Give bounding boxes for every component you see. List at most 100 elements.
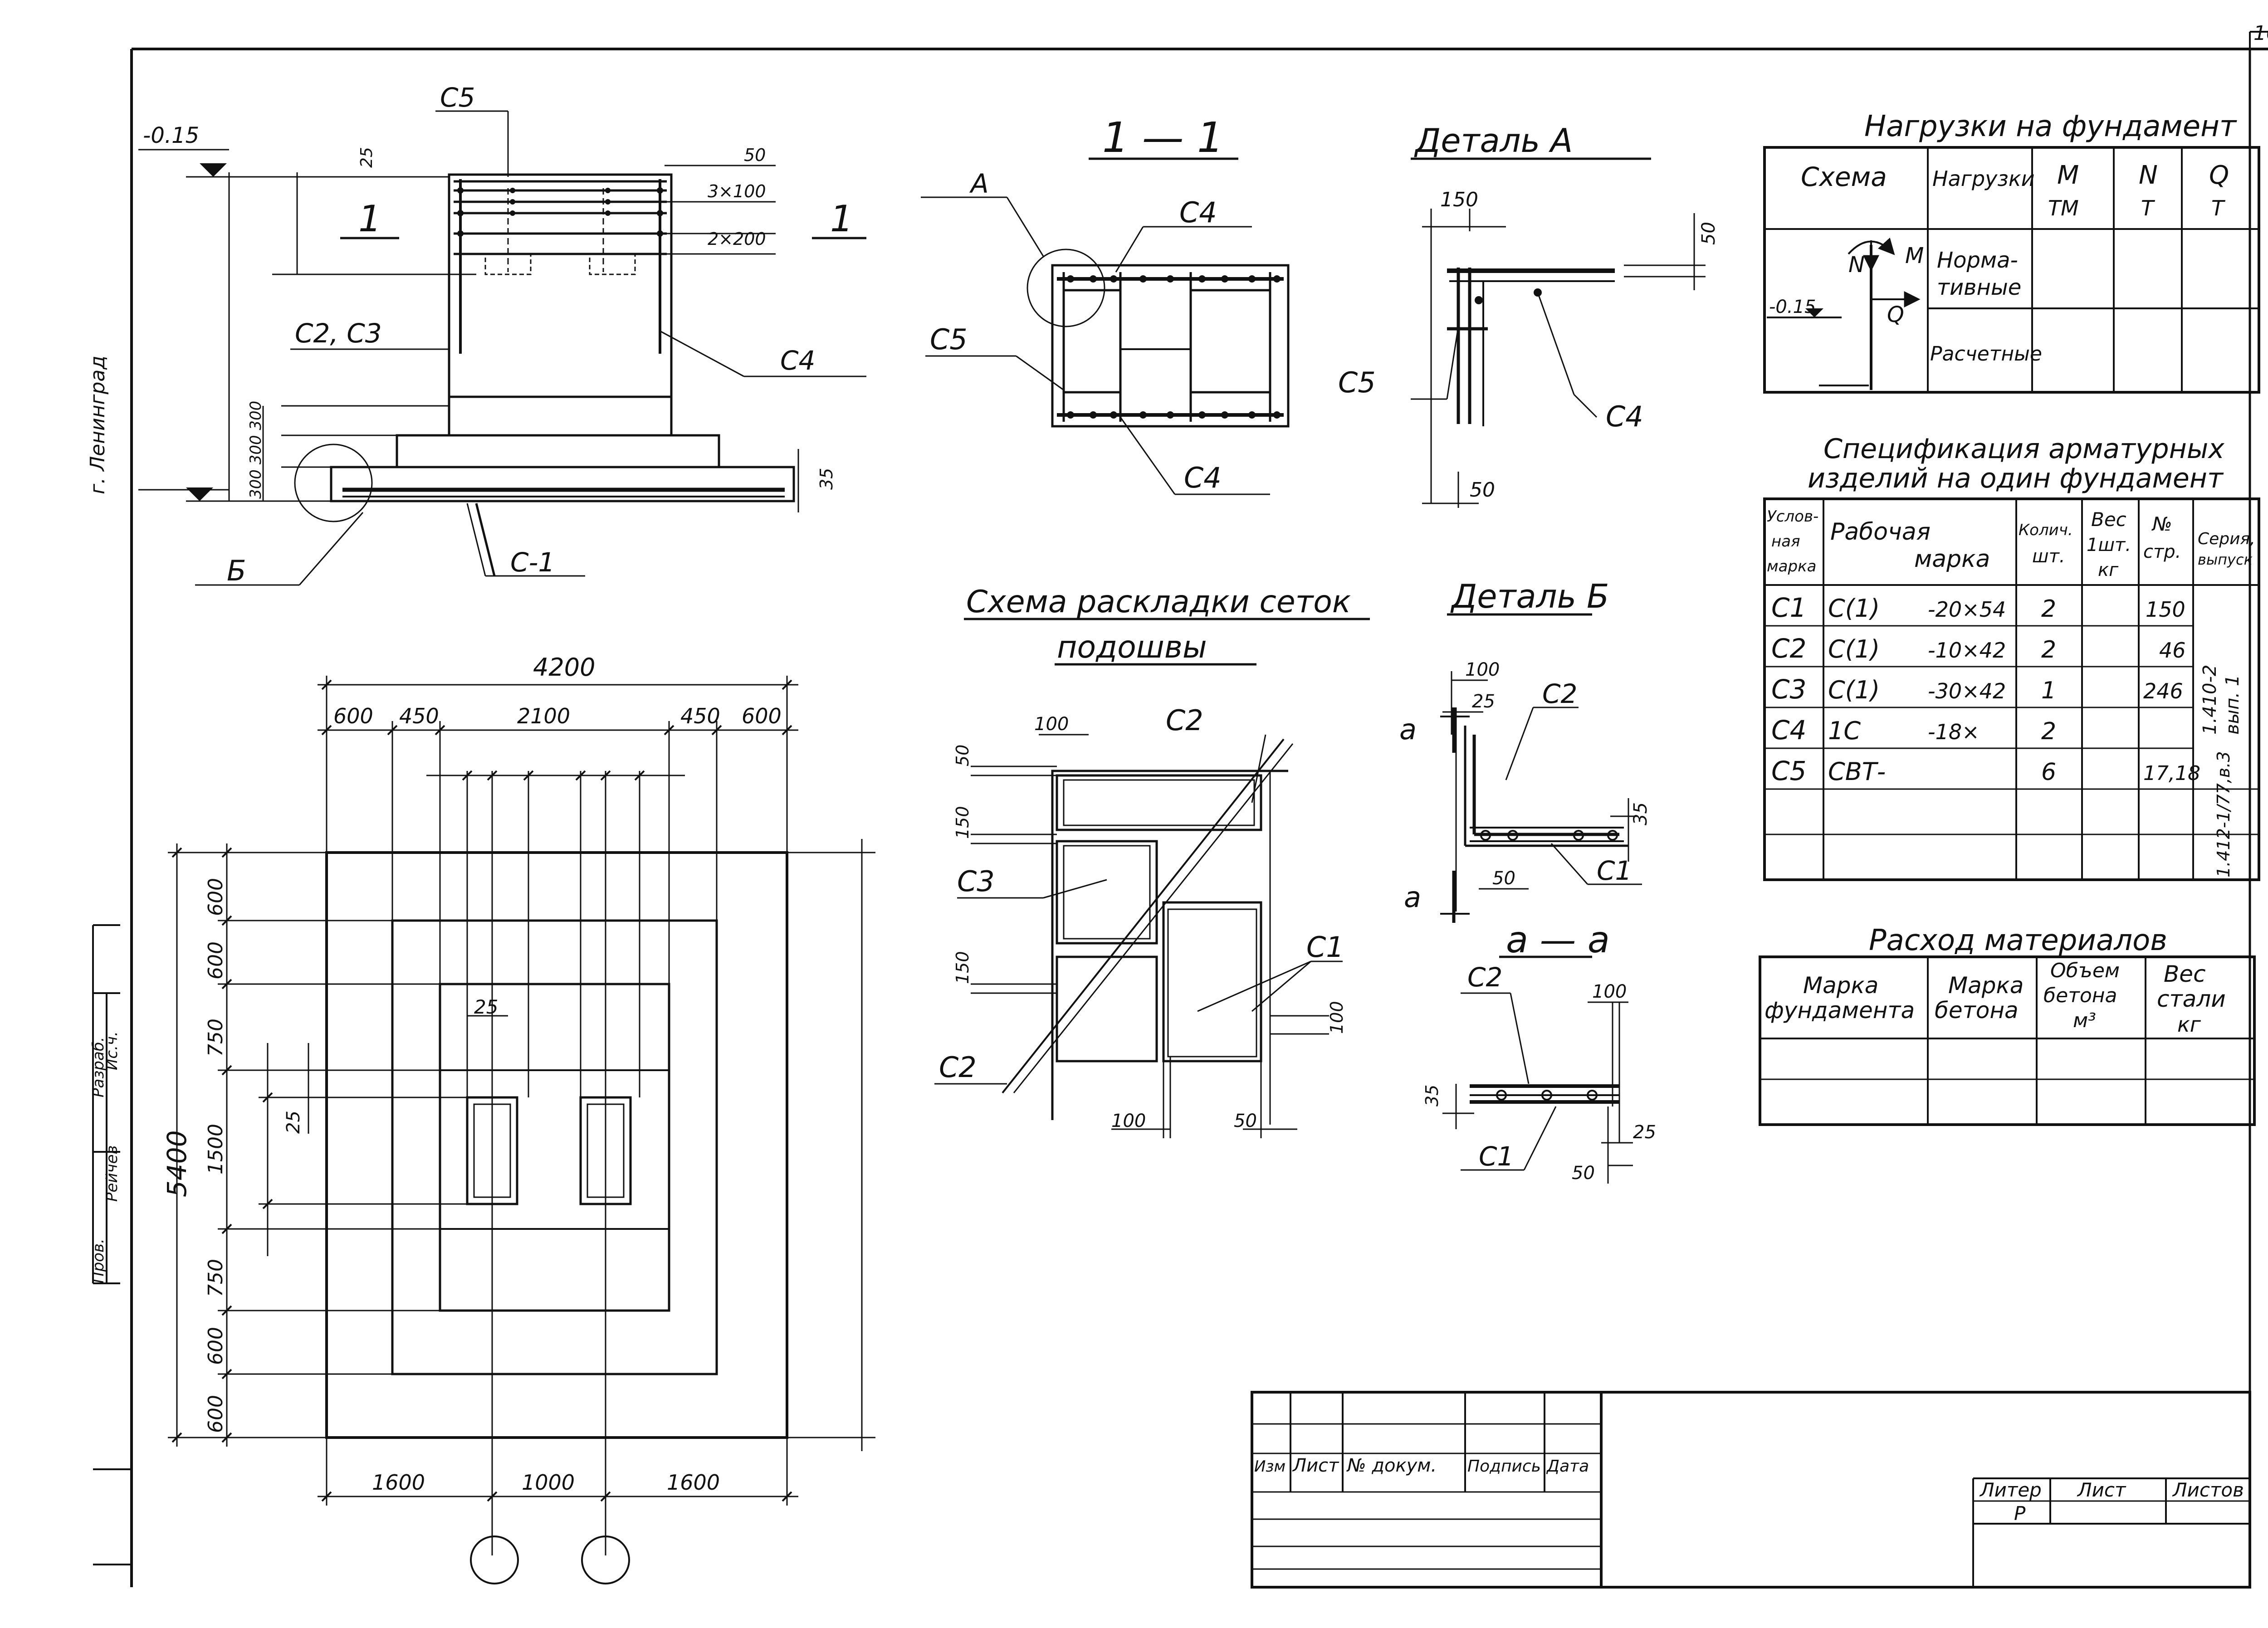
dim-25-detail-b: 25 xyxy=(1472,691,1495,712)
tb-col-date: Дата xyxy=(1546,1457,1589,1476)
stamp-name-2: Ис.ч. xyxy=(103,1031,121,1070)
spec-r5-qty: 6 xyxy=(2041,759,2056,786)
spec-series-3: 1.412-1/77,в.3 xyxy=(2214,751,2234,877)
mat-h-vol-1: Объем xyxy=(2050,959,2120,982)
label-c1-a-a: С1 xyxy=(1479,1141,1514,1172)
spec-series-1: 1.410-2 xyxy=(2200,665,2220,735)
mat-h-conc-1: Марка xyxy=(1948,972,2024,999)
spec-h-cond-2: ная xyxy=(1771,532,1800,551)
dim-50-top-detail-a: 50 xyxy=(1698,222,1719,245)
spec-r2-mark: С2 xyxy=(1771,633,1806,664)
dim-600-c: 600 xyxy=(204,1327,227,1365)
dim-300-stack: 300 300 300 xyxy=(247,401,265,499)
spec-h-ser-1: Серия, xyxy=(2198,530,2255,548)
label-c2-detail-b: С2 xyxy=(1542,678,1577,709)
label-c5-sec: С5 xyxy=(930,323,968,356)
section-1-1-title: 1 — 1 xyxy=(1102,113,1224,162)
loads-header-n-unit: Т xyxy=(2141,196,2156,220)
loads-header-m-unit: ТМ xyxy=(2048,196,2079,220)
stamp-role-2: Разраб. xyxy=(89,1037,108,1097)
spec-r2-page: 46 xyxy=(2159,638,2186,663)
loads-row-normative-1: Норма- xyxy=(1937,248,2018,273)
dim-100-top-mesh: 100 xyxy=(1034,714,1069,735)
label-c2-bottom-mesh: С2 xyxy=(939,1051,977,1084)
mat-h-steel-3: кг xyxy=(2177,1012,2201,1037)
mat-h-conc-2: бетона xyxy=(1935,997,2019,1024)
dim-50-bottom-mesh: 50 xyxy=(1234,1111,1257,1131)
dim-750-a: 750 xyxy=(204,1019,227,1057)
dim-50-mesh: 50 xyxy=(953,745,973,766)
loads-header-load: Нагрузки xyxy=(1932,166,2035,191)
dim-1000: 1000 xyxy=(522,1470,575,1495)
cut-a-top: а xyxy=(1399,713,1417,746)
dim-4200: 4200 xyxy=(533,653,595,682)
tb-sheet: Лист xyxy=(2077,1479,2126,1501)
spec-h-cond-3: марка xyxy=(1767,557,1816,575)
spec-r1-qty: 2 xyxy=(2041,595,2056,623)
label-a-sec: А xyxy=(969,168,989,199)
dim-600-left-top: 600 xyxy=(333,704,373,728)
stamp-role-1: Пров. xyxy=(89,1238,108,1283)
loads-table: Нагрузки на фундамент N M Q -0.15 Схема … xyxy=(1763,110,2260,394)
spec-r2-size: -10×42 xyxy=(1928,638,2006,663)
dim-5400: 5400 xyxy=(161,1130,192,1197)
dim-25-a-a: 25 xyxy=(1633,1122,1656,1143)
dim-150b-mesh: 150 xyxy=(953,951,973,984)
label-c2-top-mesh: С2 xyxy=(1166,704,1203,737)
detail-b-title: Деталь Б xyxy=(1450,577,1609,615)
title-block: Изм Лист № докум. Подпись Дата Литер Лис… xyxy=(1251,1391,2251,1589)
dim-35-elev: 35 xyxy=(816,468,836,490)
detail-a-title: Деталь А xyxy=(1414,122,1573,160)
tb-col-doc: № докум. xyxy=(1346,1455,1437,1476)
mat-h-steel-2: стали xyxy=(2157,986,2226,1012)
loads-header-n: N xyxy=(2139,161,2158,190)
dim-600-b: 600 xyxy=(204,941,227,980)
detail-a: Деталь А 150 50 50 С5 С4 xyxy=(1338,122,1719,508)
section-a-a-title: а — а xyxy=(1506,919,1610,961)
dim-50-bottom-detail-a: 50 xyxy=(1470,478,1495,502)
dim-25-plan-left: 25 xyxy=(283,1111,304,1134)
mesh-layout-title-2: подошвы xyxy=(1057,629,1207,665)
schema-q: Q xyxy=(1887,302,1904,327)
label-c4-elev: С4 xyxy=(780,345,815,376)
schema-level: -0.15 xyxy=(1769,297,1816,317)
loads-header-q: Q xyxy=(2209,161,2229,190)
loads-header-q-unit: Т xyxy=(2211,196,2226,220)
dim-50-elev: 50 xyxy=(744,145,766,165)
level-top: -0.15 xyxy=(143,123,199,148)
tb-liter: Литер xyxy=(1979,1479,2042,1501)
spec-h-pg-2: стр. xyxy=(2143,541,2181,562)
label-c4-top-sec: С4 xyxy=(1179,196,1217,229)
label-detail-b: Б xyxy=(227,554,246,587)
loads-header-schema: Схема xyxy=(1801,161,1887,192)
spec-r3-page: 246 xyxy=(2143,679,2183,703)
spec-r5-page: 17,18 xyxy=(2143,762,2200,785)
spec-table: Спецификация арматурных изделий на один … xyxy=(1763,433,2260,881)
spec-h-wt-2: 1шт. xyxy=(2087,535,2131,556)
dim-600-d: 600 xyxy=(204,1395,227,1433)
dim-450-left-top: 450 xyxy=(399,704,439,728)
dim-25-plan-top: 25 xyxy=(474,996,498,1018)
spec-r5-mark: С5 xyxy=(1771,756,1806,786)
section-mark-left: 1 xyxy=(358,198,381,240)
dim-2100: 2100 xyxy=(517,704,570,728)
axis-bubble-left xyxy=(470,1535,519,1584)
spec-r4-work: 1С xyxy=(1828,717,1861,745)
spec-r1-page: 150 xyxy=(2146,597,2185,622)
spec-r2-work: С(1) xyxy=(1828,635,1880,663)
dim-450-right-top: 450 xyxy=(680,704,720,728)
spec-title-2: изделий на один фундамент xyxy=(1808,463,2224,494)
label-c4-bottom-sec: С4 xyxy=(1184,461,1222,494)
loads-table-title: Нагрузки на фундамент xyxy=(1864,110,2237,143)
dim-600-right-top: 600 xyxy=(742,704,782,728)
dim-150-detail-a: 150 xyxy=(1440,188,1478,211)
spec-r4-size: -18× xyxy=(1928,720,1980,744)
tb-sheets: Листов xyxy=(2172,1479,2244,1501)
spec-r4-qty: 2 xyxy=(2041,718,2056,745)
city-stamp: г. Ленинград xyxy=(86,356,109,494)
spec-r3-size: -30×42 xyxy=(1928,679,2006,703)
spec-r3-work: С(1) xyxy=(1828,676,1880,704)
spec-h-qty-1: Колич. xyxy=(2019,521,2073,539)
dim-25-elev: 25 xyxy=(357,147,376,168)
